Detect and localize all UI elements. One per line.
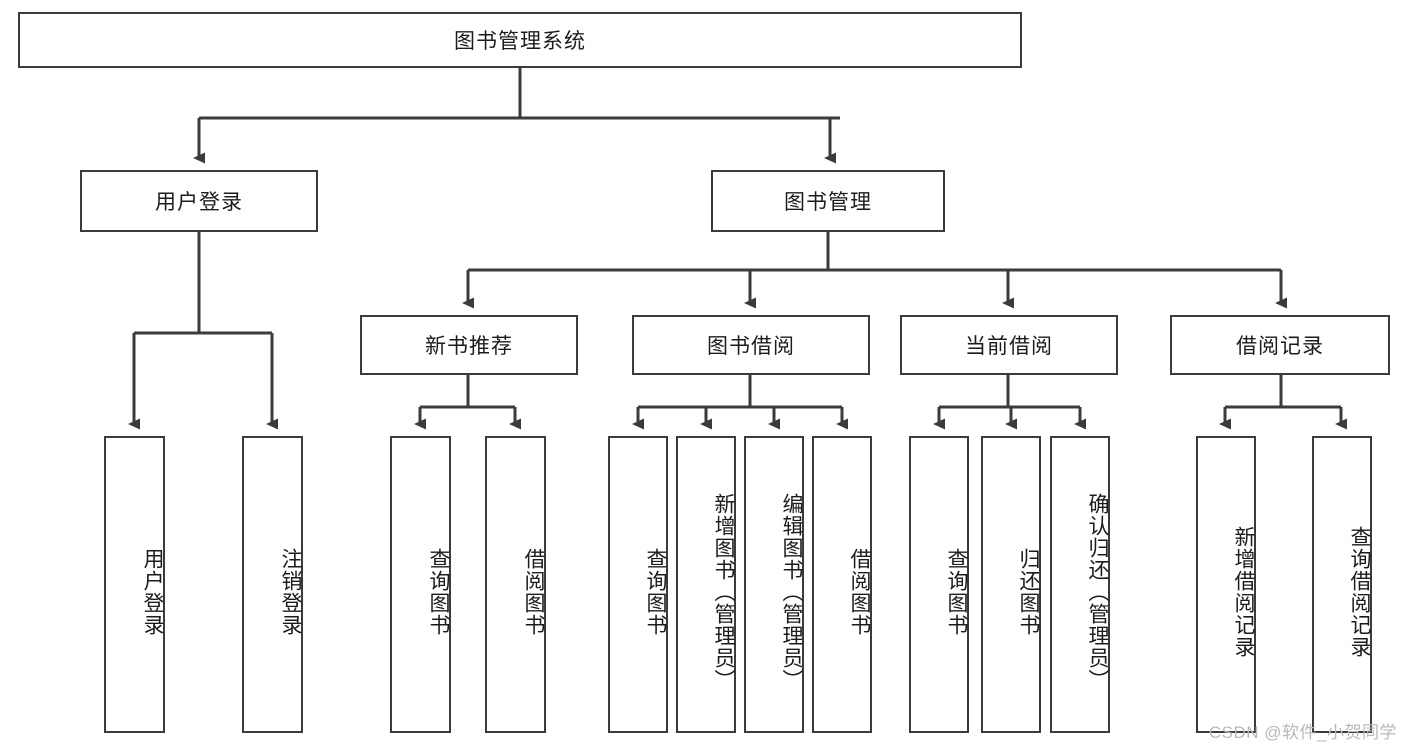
node-label: 用户登录: [155, 191, 243, 214]
node-book-borrow[interactable]: 图书借阅: [632, 315, 870, 375]
leaf-user-login-logout[interactable]: 注销登录: [242, 436, 303, 733]
node-label: 用户登录: [141, 547, 164, 636]
leaf-record-query-record[interactable]: 查询借阅记录: [1312, 436, 1372, 733]
leaf-current-query-book[interactable]: 查询图书: [909, 436, 969, 733]
node-label: 归还图书: [1017, 547, 1040, 636]
node-user-login[interactable]: 用户登录: [80, 170, 318, 232]
node-new-book-recommend[interactable]: 新书推荐: [360, 315, 578, 375]
leaf-borrow-query-book[interactable]: 查询图书: [608, 436, 668, 733]
node-label: 当前借阅: [965, 335, 1053, 358]
watermark-text: CSDN @软件_小贺同学: [1208, 723, 1397, 742]
node-borrow-record[interactable]: 借阅记录: [1170, 315, 1390, 375]
leaf-current-return-book[interactable]: 归还图书: [981, 436, 1041, 733]
node-label: 借阅图书: [522, 547, 545, 636]
leaf-user-login-login[interactable]: 用户登录: [104, 436, 165, 733]
node-label: 图书管理系统: [454, 30, 586, 53]
leaf-record-add-record[interactable]: 新增借阅记录: [1196, 436, 1256, 733]
node-root-library-system[interactable]: 图书管理系统: [18, 12, 1022, 68]
node-label: 查询图书: [427, 547, 450, 636]
node-label: 新增借阅记录: [1232, 525, 1255, 658]
node-book-management[interactable]: 图书管理: [711, 170, 945, 232]
leaf-current-confirm-return-admin[interactable]: 确认归还（管理员）: [1050, 436, 1110, 733]
node-label: 查询借阅记录: [1348, 525, 1371, 658]
node-label: 新增图书（管理员）: [712, 492, 735, 691]
node-current-borrow[interactable]: 当前借阅: [900, 315, 1118, 375]
leaf-new-book-query[interactable]: 查询图书: [390, 436, 451, 733]
leaf-borrow-borrow-book[interactable]: 借阅图书: [812, 436, 872, 733]
node-label: 确认归还（管理员）: [1086, 492, 1109, 691]
leaf-borrow-edit-book-admin[interactable]: 编辑图书（管理员）: [744, 436, 804, 733]
node-label: 编辑图书（管理员）: [780, 492, 803, 691]
leaf-new-book-borrow[interactable]: 借阅图书: [485, 436, 546, 733]
node-label: 借阅记录: [1236, 335, 1324, 358]
node-label: 新书推荐: [425, 335, 513, 358]
leaf-borrow-add-book-admin[interactable]: 新增图书（管理员）: [676, 436, 736, 733]
node-label: 注销登录: [279, 547, 302, 636]
node-label: 查询图书: [644, 547, 667, 636]
node-label: 图书借阅: [707, 335, 795, 358]
node-label: 图书管理: [784, 191, 872, 214]
node-label: 借阅图书: [848, 547, 871, 636]
node-label: 查询图书: [945, 547, 968, 636]
